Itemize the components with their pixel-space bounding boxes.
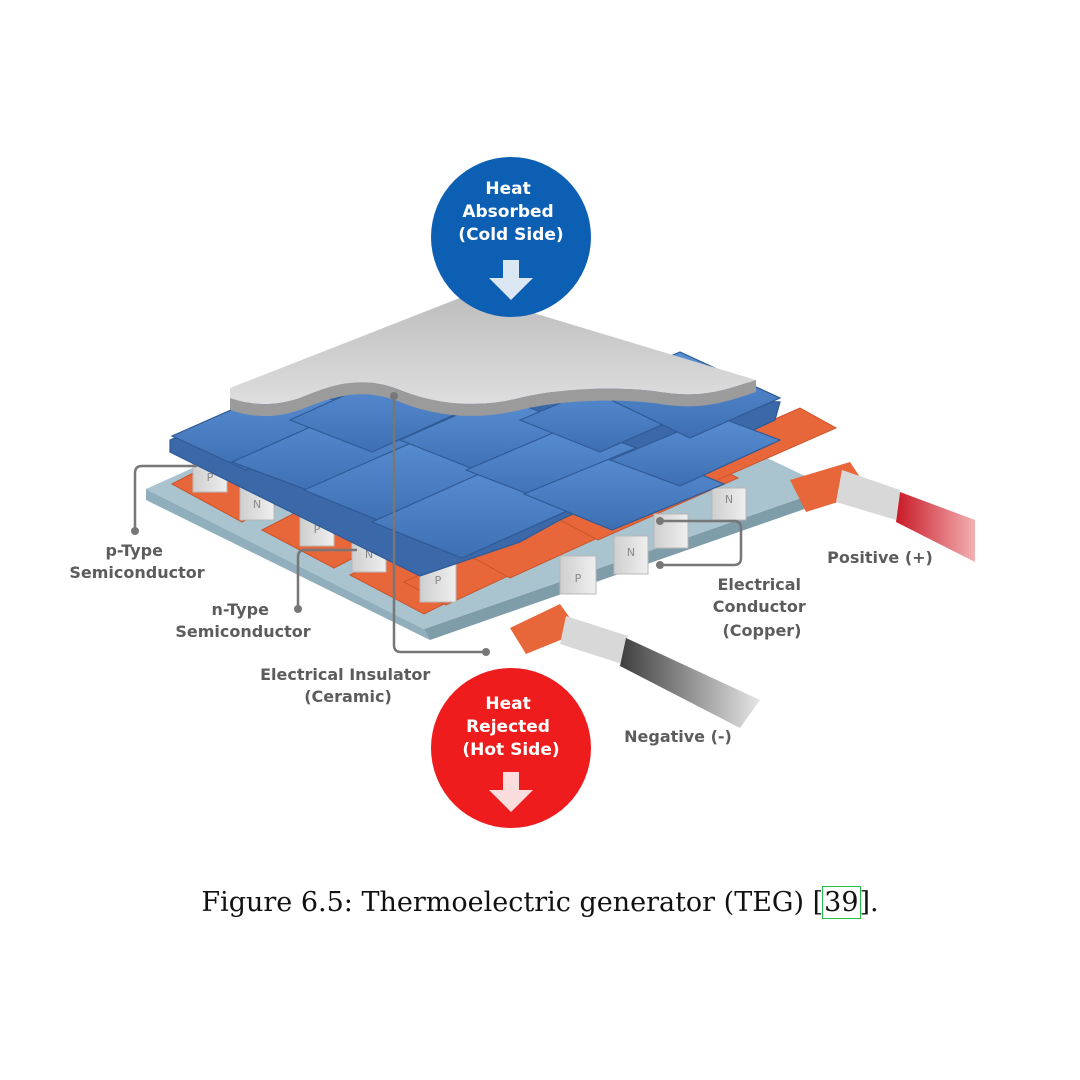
heat-rejected-badge: Heat Rejected (Hot Side) (431, 668, 591, 828)
conductor-label: Electrical Conductor (Copper) (713, 575, 812, 640)
pellets: P N P N P P N N (192, 459, 747, 603)
svg-text:N: N (627, 546, 635, 559)
svg-text:P: P (314, 523, 321, 536)
svg-text:N: N (365, 548, 373, 561)
svg-text:P: P (207, 471, 214, 484)
svg-text:Heat Rejected (Hot: Heat Rejected (Hot Side) (462, 694, 559, 760)
negative-label: Negative (-) (624, 727, 732, 746)
leader-lines (131, 392, 743, 656)
negative-wire (510, 604, 760, 728)
p-type-label: p-Type Semiconductor (69, 541, 204, 582)
svg-text:Heat Absorbed (Col: Heat Absorbed (Cold Side) (458, 179, 563, 245)
positive-wire (790, 462, 975, 562)
insulator-label: Electrical Insulator (Ceramic) (260, 665, 436, 706)
svg-text:P: P (575, 572, 582, 585)
svg-text:N: N (253, 498, 261, 511)
top-ceramic-plate (230, 294, 756, 417)
svg-text:P: P (435, 574, 442, 587)
top-copper-tiles (169, 351, 782, 577)
positive-label: Positive (+) (827, 548, 933, 567)
n-type-label: n-Type Semiconductor (175, 600, 310, 641)
figure-caption: Figure 6.5: Thermoelectric generator (TE… (0, 886, 1080, 919)
citation-link[interactable]: 39 (822, 886, 861, 919)
caption-suffix: ]. (859, 887, 879, 918)
caption-text: Figure 6.5: Thermoelectric generator (TE… (201, 887, 824, 918)
svg-text:N: N (725, 493, 733, 506)
heat-absorbed-badge: Heat Absorbed (Cold Side) (431, 157, 591, 317)
pellet-n-4: N (711, 487, 747, 521)
pellet-p-4: P (559, 555, 597, 595)
pellet-n-3: N (613, 535, 649, 575)
down-arrow-icon (489, 772, 533, 812)
down-arrow-icon (489, 260, 533, 300)
